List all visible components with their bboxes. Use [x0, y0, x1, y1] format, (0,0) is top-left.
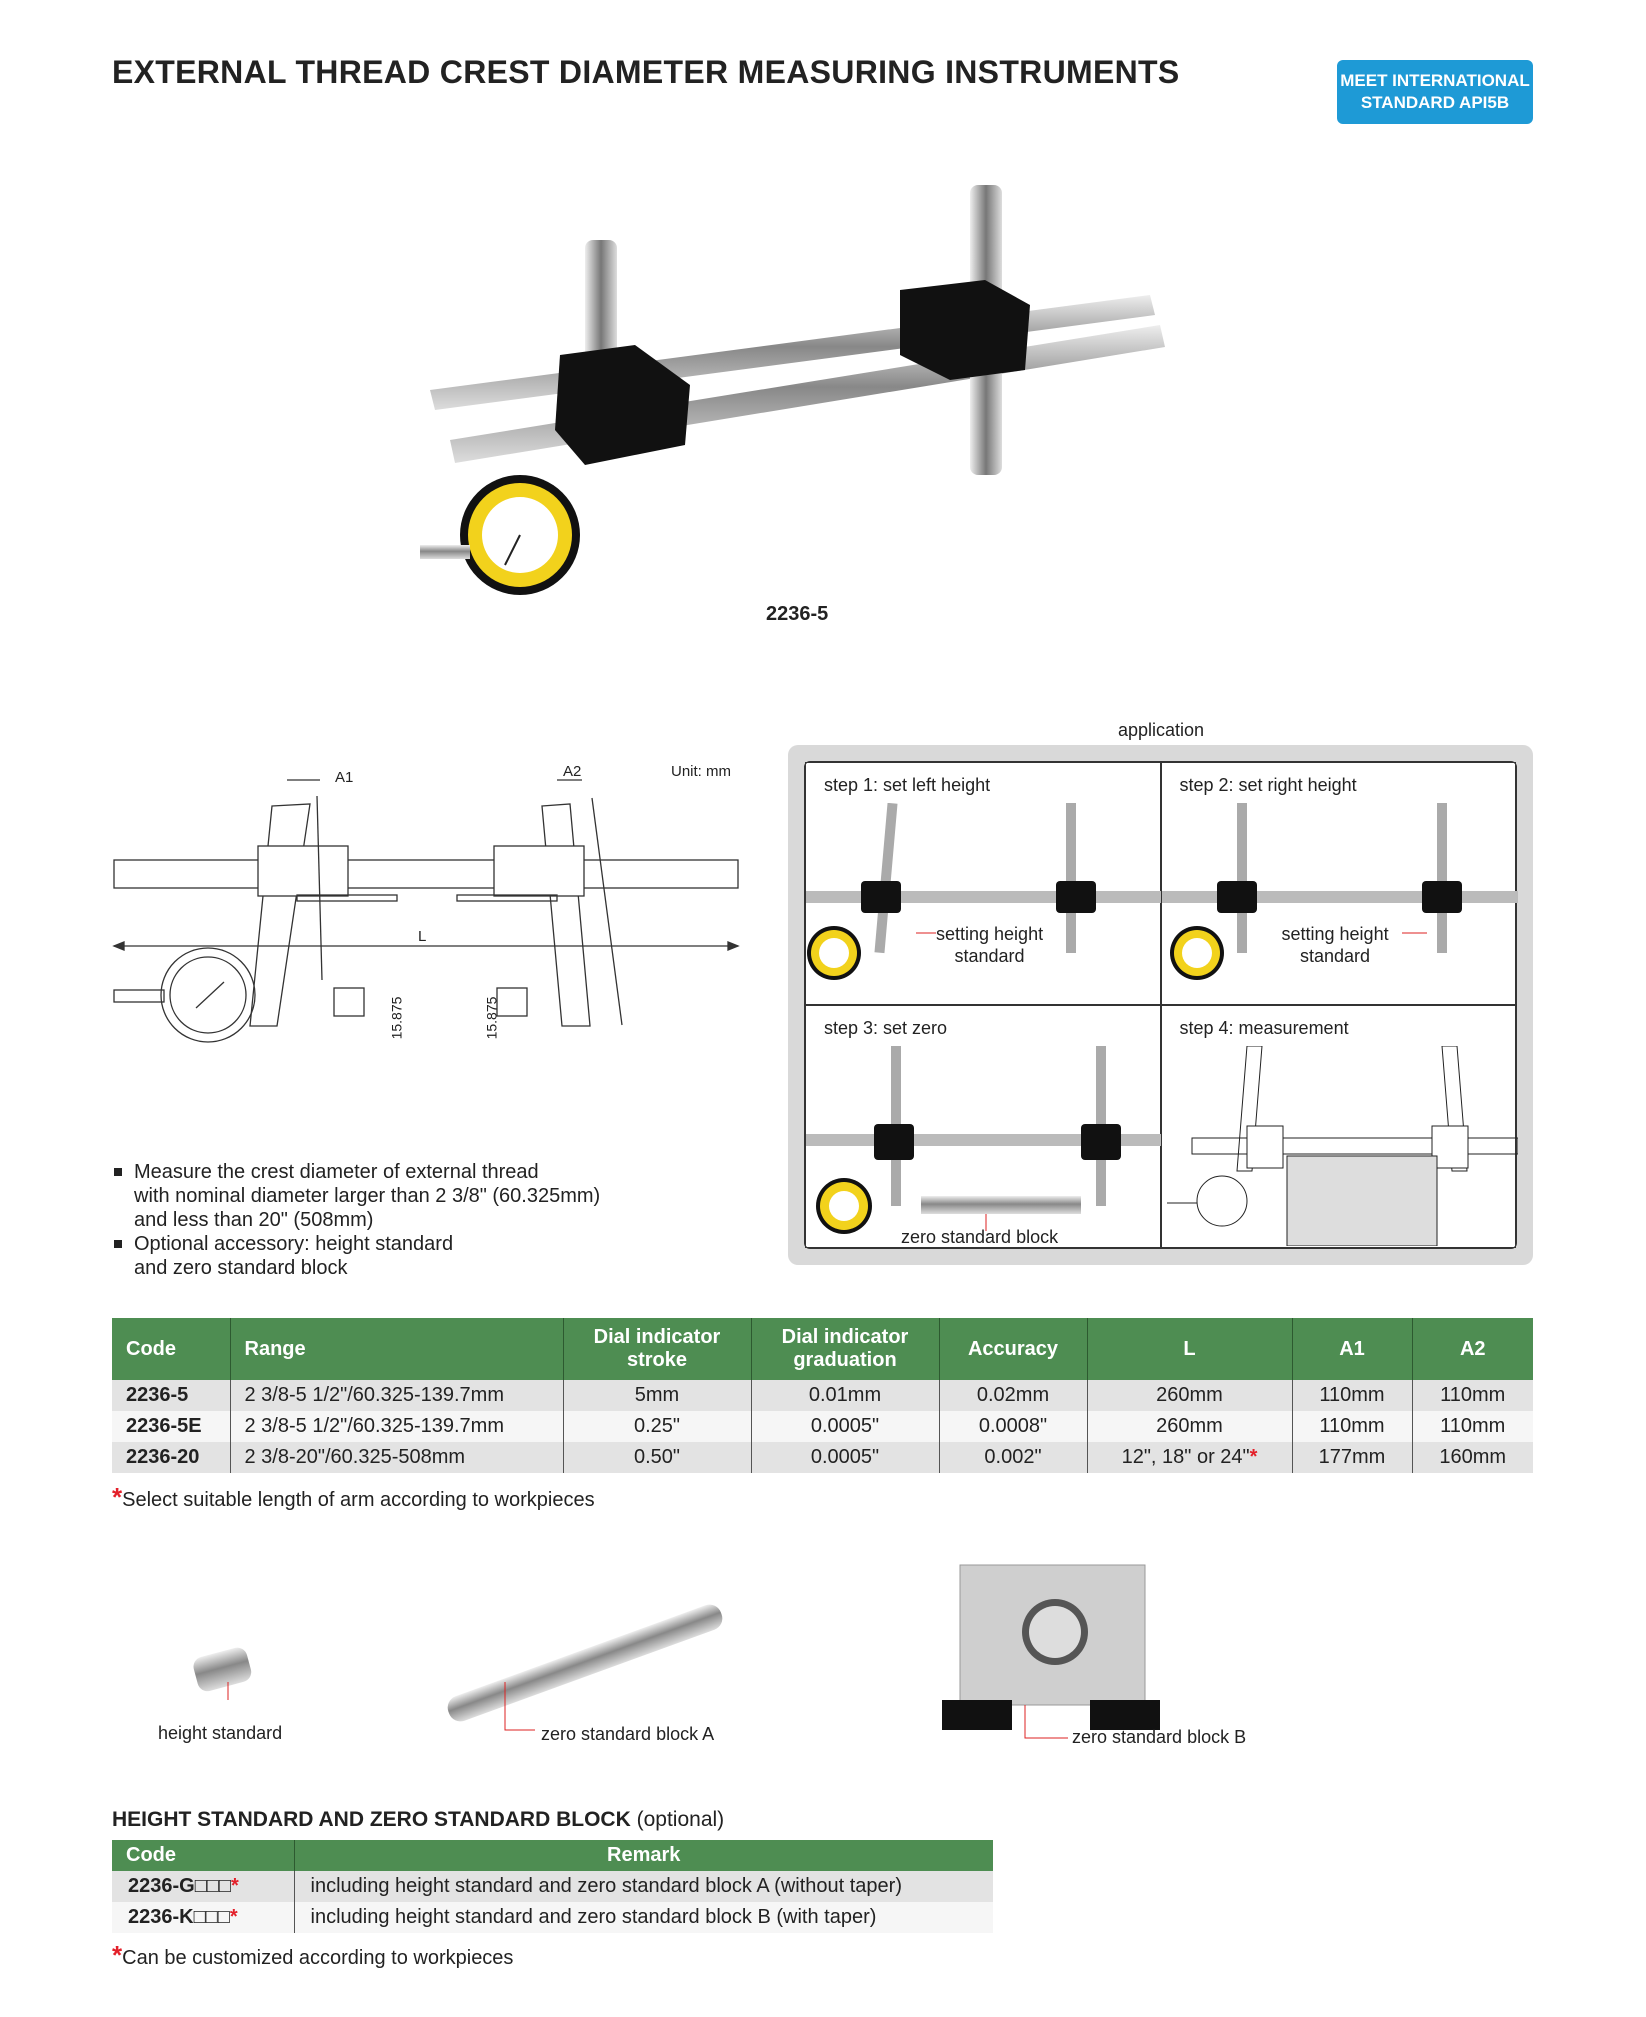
table-cell: 0.01mm: [751, 1380, 940, 1411]
step-1-photo: [806, 803, 1162, 980]
step-2-photo: [1161, 803, 1518, 980]
spec-footnote: *Select suitable length of arm according…: [112, 1482, 595, 1512]
table-cell: 2236-5: [112, 1380, 231, 1411]
table-cell: 260mm: [1087, 1411, 1293, 1442]
table-cell: 0.002": [939, 1442, 1088, 1473]
l-label: L: [418, 928, 427, 945]
feature-item: Measure the crest diameter of external t…: [112, 1160, 600, 1232]
table-cell: 2236-5E: [112, 1411, 231, 1442]
note: standard: [1300, 946, 1371, 966]
table-cell: 0.02mm: [939, 1380, 1088, 1411]
table-cell: 2 3/8-5 1/2"/60.325-139.7mm: [230, 1380, 564, 1411]
table-cell: 110mm: [1412, 1411, 1533, 1442]
table-cell: 2236-20: [112, 1442, 231, 1473]
table-cell: 0.0005": [751, 1411, 940, 1442]
col-header: Accuracy: [939, 1318, 1088, 1380]
dim-label: 15.875: [483, 996, 500, 1040]
height-standard-label: height standard: [158, 1723, 283, 1743]
dim-label: 15.875: [388, 996, 405, 1040]
height-standard-photo: [193, 1647, 252, 1700]
note: standard: [954, 946, 1025, 966]
unit-label: Unit: mm: [671, 763, 731, 780]
step-4: step 4: measurement: [1160, 1005, 1518, 1248]
product-photo: [420, 185, 1165, 595]
table-cell: 110mm: [1292, 1380, 1413, 1411]
page-title: EXTERNAL THREAD CREST DIAMETER MEASURING…: [112, 54, 1180, 90]
zero-block-a-label: zero standard block A: [541, 1724, 715, 1744]
table-cell: 12", 18" or 24"*: [1087, 1442, 1293, 1473]
table-cell: 110mm: [1412, 1380, 1533, 1411]
col-header: Remark: [294, 1840, 993, 1871]
table-cell: 2 3/8-20"/60.325-508mm: [230, 1442, 564, 1473]
zero-block-b-photo: [942, 1564, 1160, 1739]
table-cell: 260mm: [1087, 1380, 1293, 1411]
table-row: 2236-G□□□*including height standard and …: [112, 1871, 993, 1902]
col-header: Code: [112, 1840, 295, 1871]
table-cell: 177mm: [1292, 1442, 1413, 1473]
a1-label: A1: [335, 769, 354, 786]
badge-line: MEET INTERNATIONAL: [1340, 71, 1530, 90]
col-header: A1: [1292, 1318, 1413, 1380]
application-label: application: [1118, 720, 1205, 740]
step-label: step 1: set left height: [824, 775, 991, 795]
note: zero standard block: [901, 1227, 1059, 1247]
table-cell: 0.0005": [751, 1442, 940, 1473]
table-cell: 0.0008": [939, 1411, 1088, 1442]
table-cell: 2 3/8-5 1/2"/60.325-139.7mm: [230, 1411, 564, 1442]
col-header: A2: [1412, 1318, 1533, 1380]
product-caption: 2236-5: [766, 603, 829, 625]
table-cell: 5mm: [563, 1380, 752, 1411]
step-label: step 2: set right height: [1179, 775, 1357, 795]
step-4-diagram: [1166, 1046, 1518, 1246]
table-cell: 0.50": [563, 1442, 752, 1473]
standard-badge: MEET INTERNATIONAL STANDARD API5B: [1337, 60, 1533, 124]
col-header: Dial indicator graduation: [751, 1318, 940, 1380]
col-header: L: [1087, 1318, 1293, 1380]
note: setting height: [936, 924, 1044, 944]
note: setting height: [1281, 924, 1389, 944]
dimension-diagram: [112, 779, 740, 1043]
a2-label: A2: [563, 763, 582, 780]
table-cell: 110mm: [1292, 1411, 1413, 1442]
step-label: step 3: set zero: [824, 1018, 948, 1038]
badge-line: STANDARD API5B: [1360, 93, 1510, 112]
zero-block-a-photo: [447, 1604, 723, 1731]
spec-table: Code Range Dial indicator stroke Dial in…: [112, 1318, 1533, 1473]
table-cell: 0.25": [563, 1411, 752, 1442]
optional-heading: HEIGHT STANDARD AND ZERO STANDARD BLOCK …: [112, 1808, 725, 1831]
step-label: step 4: measurement: [1179, 1018, 1349, 1038]
feature-list: Measure the crest diameter of external t…: [112, 1160, 600, 1280]
zero-block-b-label: zero standard block B: [1072, 1727, 1247, 1747]
step-3-photo: [806, 1046, 1162, 1234]
optional-footnote: *Can be customized according to workpiec…: [112, 1940, 514, 1970]
step-3: step 3: set zero zero standard block: [805, 1005, 1162, 1248]
col-header: Dial indicator stroke: [563, 1318, 752, 1380]
table-cell: 160mm: [1412, 1442, 1533, 1473]
col-header: Code: [112, 1318, 231, 1380]
table-row: 2236-K□□□*including height standard and …: [112, 1902, 993, 1933]
col-header: Range: [230, 1318, 564, 1380]
